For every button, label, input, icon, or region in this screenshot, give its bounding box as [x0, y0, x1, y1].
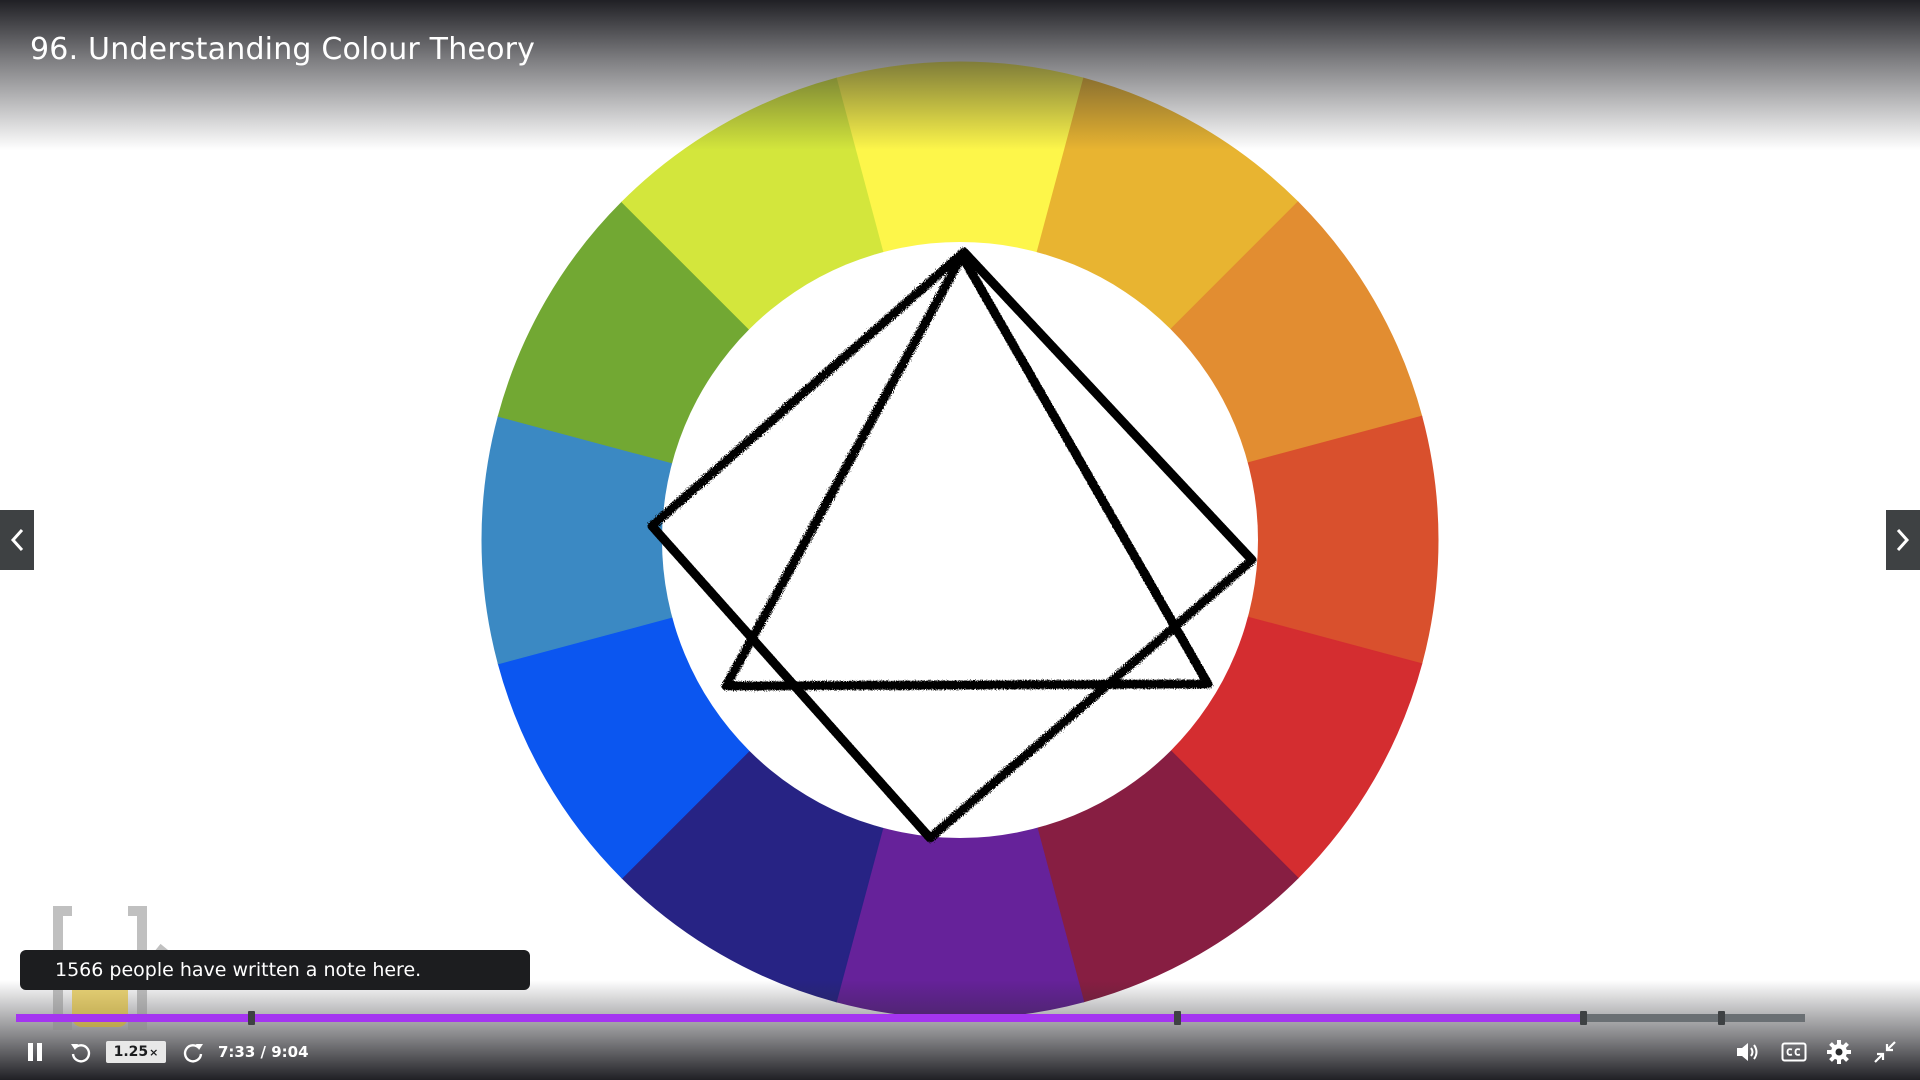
captions-icon [1781, 1042, 1807, 1062]
forward-button[interactable] [178, 1038, 208, 1066]
duration: 9:04 [271, 1043, 309, 1061]
player-controls: 1.25 × 7:33 / 9:04 [0, 1030, 1920, 1074]
play-pause-button[interactable] [20, 1038, 50, 1066]
time-separator: / [255, 1043, 272, 1061]
note-marker[interactable] [1718, 1011, 1725, 1025]
exit-fullscreen-button[interactable] [1868, 1038, 1902, 1066]
colour-harmony-shapes [647, 247, 1257, 843]
note-marker[interactable] [1174, 1011, 1181, 1025]
note-count-tooltip: 1566 people have written a note here. [20, 950, 530, 990]
playback-speed-button[interactable]: 1.25 × [106, 1041, 166, 1063]
current-time: 7:33 [218, 1043, 256, 1061]
settings-button[interactable] [1822, 1038, 1856, 1066]
bottom-overlay [0, 980, 1920, 1080]
rewind-5-icon [71, 1044, 91, 1063]
speed-suffix: × [149, 1045, 159, 1059]
square-outline [647, 247, 1257, 843]
pause-icon [28, 1043, 42, 1061]
volume-icon [1737, 1043, 1758, 1061]
wheel-center [662, 242, 1258, 838]
note-marker[interactable] [1580, 1011, 1587, 1025]
wheel-segments [481, 61, 1439, 1019]
progress-bar[interactable] [16, 1011, 1805, 1025]
speed-value: 1.25 [113, 1044, 149, 1060]
previous-lecture-button[interactable] [0, 510, 34, 570]
volume-button[interactable] [1731, 1038, 1765, 1066]
exit-fullscreen-icon [1874, 1041, 1896, 1063]
chevron-right-icon [1896, 528, 1910, 552]
triangle-outline [721, 251, 1213, 691]
gear-icon [1827, 1040, 1851, 1064]
forward-5-icon [183, 1044, 203, 1063]
time-display: 7:33 / 9:04 [218, 1043, 309, 1061]
progress-played [16, 1014, 1584, 1022]
captions-button[interactable] [1777, 1038, 1811, 1066]
top-overlay [0, 0, 1920, 150]
colour-wheel [481, 61, 1439, 1019]
chevron-left-icon [10, 528, 24, 552]
lecture-title: 96. Understanding Colour Theory [30, 32, 536, 67]
rewind-button[interactable] [66, 1038, 96, 1066]
note-marker[interactable] [248, 1011, 255, 1025]
next-lecture-button[interactable] [1886, 510, 1920, 570]
